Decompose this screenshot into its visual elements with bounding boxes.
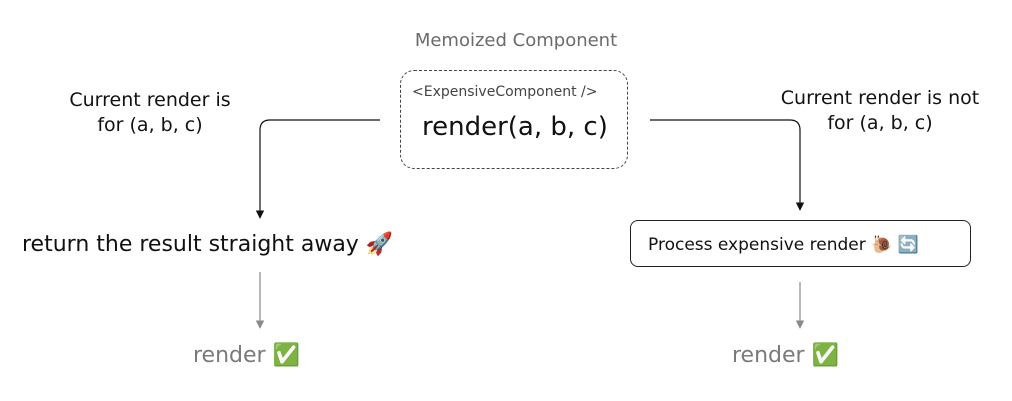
- left-condition-line1: Current render is: [69, 89, 231, 111]
- right-condition-line1: Current render is not: [780, 87, 980, 109]
- diagram-title: Memoized Component: [414, 30, 618, 51]
- memoized-component-box: [400, 70, 628, 169]
- left-branch-arrow: [255, 119, 380, 219]
- left-condition-line2: for (a, b, c): [97, 114, 203, 136]
- expensive-render-label: Process expensive render 🐌 🔄: [648, 235, 919, 255]
- right-condition-label: Current render is not for (a, b, c): [755, 86, 1005, 136]
- component-tag: <ExpensiveComponent />: [412, 84, 598, 100]
- left-final-render: render ✅: [193, 343, 300, 368]
- render-call: render(a, b, c): [422, 112, 608, 142]
- expensive-render-box: [630, 220, 971, 267]
- cached-result-label: return the result straight away 🚀: [22, 232, 394, 257]
- right-final-render: render ✅: [732, 343, 839, 368]
- right-branch-arrow: [650, 119, 805, 211]
- right-condition-line2: for (a, b, c): [827, 112, 933, 134]
- left-condition-label: Current render is for (a, b, c): [40, 88, 260, 138]
